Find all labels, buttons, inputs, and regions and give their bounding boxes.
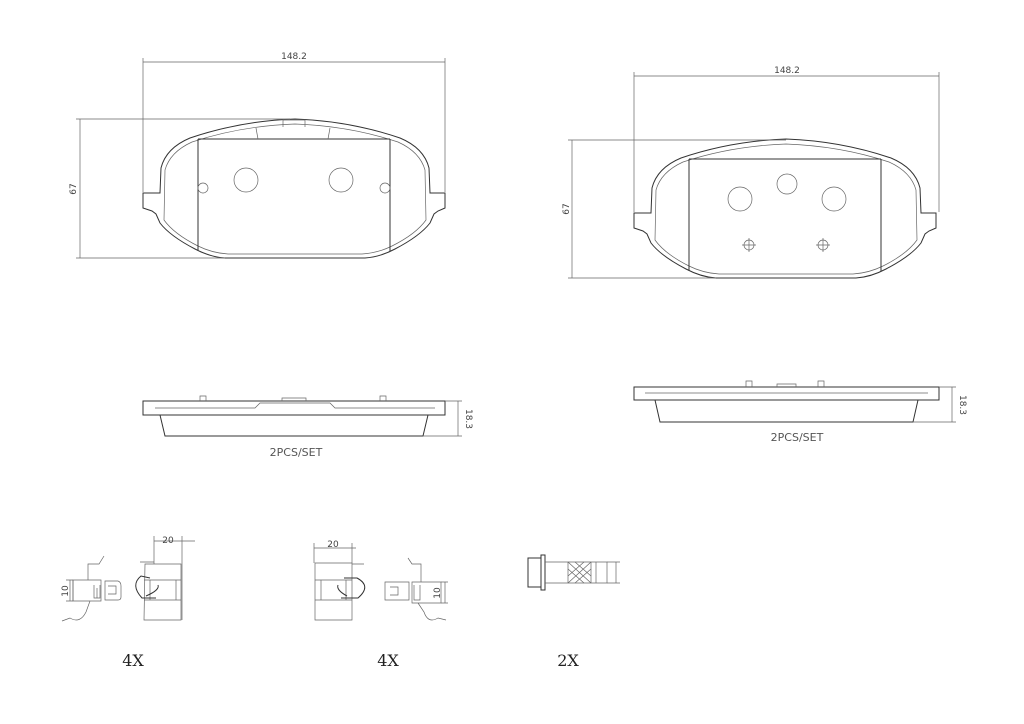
- outer-pad-front-view: 148.2 67: [69, 52, 446, 259]
- clip-b-quantity: 4X: [377, 651, 399, 670]
- clip-b-width-dim: 20: [327, 540, 339, 550]
- inner-pad-side-view: 18.3 2PCS/SET: [633, 380, 967, 444]
- inner-pad-thickness-dim: 18.3: [957, 395, 967, 415]
- clip-a-width-dim: 20: [162, 536, 174, 546]
- clip-a-height-dim: 10: [61, 585, 71, 597]
- inner-pad-set-label: 2PCS/SET: [771, 431, 824, 444]
- outer-pad-set-label: 2PCS/SET: [270, 446, 323, 459]
- clip-b-height-dim: 10: [433, 587, 443, 599]
- clip-b-drawing: 20 10 4X: [313, 540, 448, 670]
- outer-pad-thickness-dim: 18.3: [463, 409, 473, 429]
- inner-pad-height-dim: 67: [562, 203, 572, 214]
- inner-pad-front-view: 148.2 67: [562, 66, 940, 279]
- bolt-quantity: 2X: [557, 651, 579, 670]
- outer-pad-height-dim: 67: [69, 183, 79, 194]
- inner-pad-width-dim: 148.2: [774, 66, 800, 76]
- clip-a-drawing: 10 20 4X: [61, 536, 195, 670]
- guide-bolt-drawing: [527, 554, 620, 591]
- outer-pad-width-dim: 148.2: [281, 52, 307, 62]
- outer-pad-side-view: 18.3 2PCS/SET: [142, 395, 473, 459]
- clip-a-quantity: 4X: [122, 651, 144, 670]
